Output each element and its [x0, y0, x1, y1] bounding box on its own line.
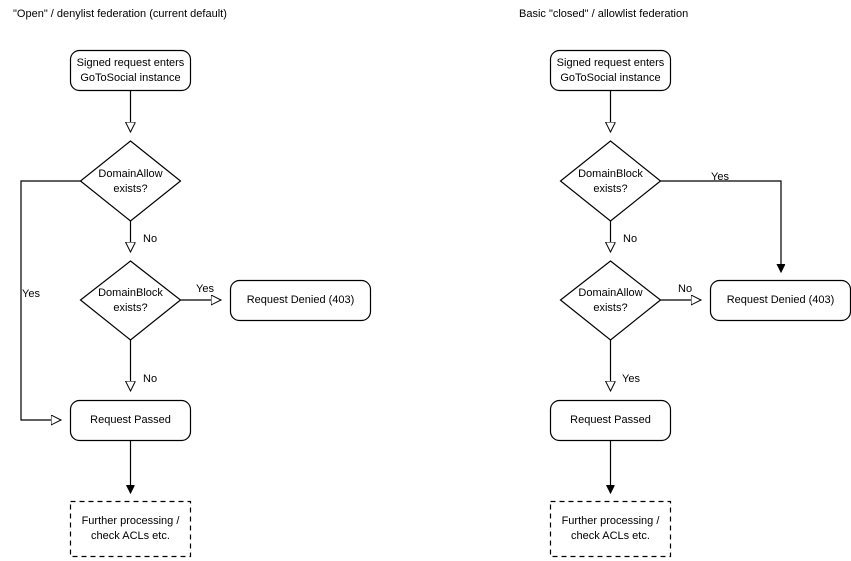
edge-block-yes-to-denied — [660, 180, 782, 272]
node-request-denied — [229, 279, 372, 322]
node-request-passed — [549, 399, 672, 442]
node-domainblock — [559, 140, 662, 222]
edge-label-block-no: No — [623, 233, 638, 245]
chart-title-open-denylist: "Open" / denylist federation (current de… — [13, 8, 227, 20]
node-entry — [69, 49, 192, 92]
edge-label-block-yes: Yes — [711, 171, 729, 183]
node-further-processing — [549, 500, 672, 558]
node-request-passed — [69, 399, 192, 442]
node-request-denied — [709, 279, 851, 322]
edge-label-allow-no: No — [678, 283, 693, 295]
chart-closed-allowlist — [549, 49, 851, 558]
edge-label-block-no: No — [143, 373, 158, 385]
edge-label-allow-yes: Yes — [622, 373, 640, 385]
node-further-processing — [69, 500, 192, 558]
edge-label-allow-no: No — [143, 233, 158, 245]
chart-title-closed-allowlist: Basic "closed" / allowlist federation — [519, 8, 689, 20]
edge-label-allow-yes: Yes — [22, 288, 40, 300]
node-domainallow — [79, 140, 182, 222]
edge-label-block-yes: Yes — [196, 283, 214, 295]
chart-open-denylist — [20, 49, 372, 558]
edge-allow-yes-to-passed — [20, 180, 81, 420]
node-domainblock — [79, 260, 182, 341]
node-domainallow — [559, 260, 662, 341]
node-entry — [549, 49, 672, 92]
